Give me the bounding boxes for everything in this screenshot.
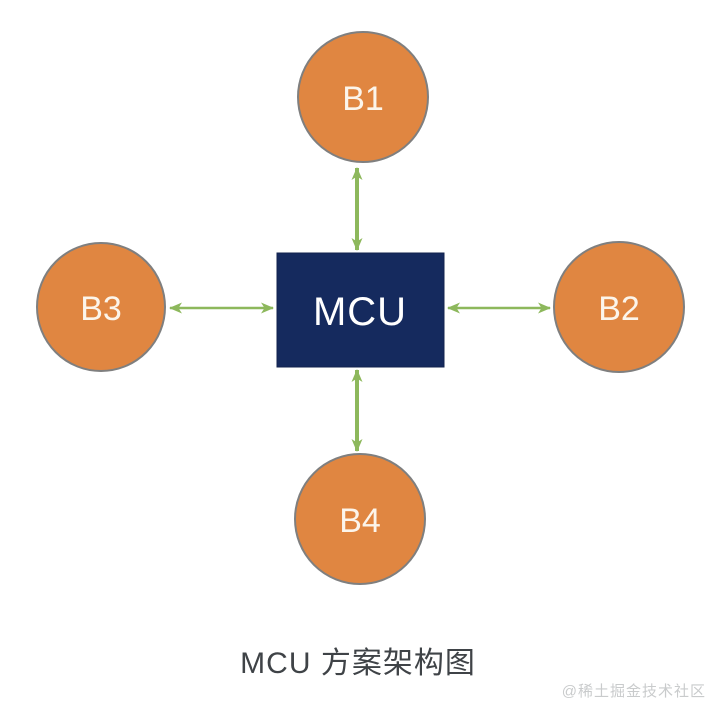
node-b2-label: B2 [598,290,640,328]
mcu-label: MCU [313,290,407,334]
node-b1: B1 [297,31,429,163]
node-b1-circle [297,31,429,163]
node-b1-label: B1 [342,80,384,118]
node-b3-circle [36,242,166,372]
node-b2: B2 [553,241,685,373]
mcu-box [276,252,445,368]
diagram-caption: MCU 方案架构图 [240,647,476,680]
watermark-text: @稀土掘金技术社区 [561,683,706,700]
node-b4-circle [294,453,426,585]
node-b4: B4 [294,453,426,585]
node-b2-circle [553,241,685,373]
node-b3-label: B3 [80,290,122,328]
node-b3: B3 [36,242,166,372]
node-b4-label: B4 [339,502,381,540]
mcu-node: MCU [276,252,445,368]
